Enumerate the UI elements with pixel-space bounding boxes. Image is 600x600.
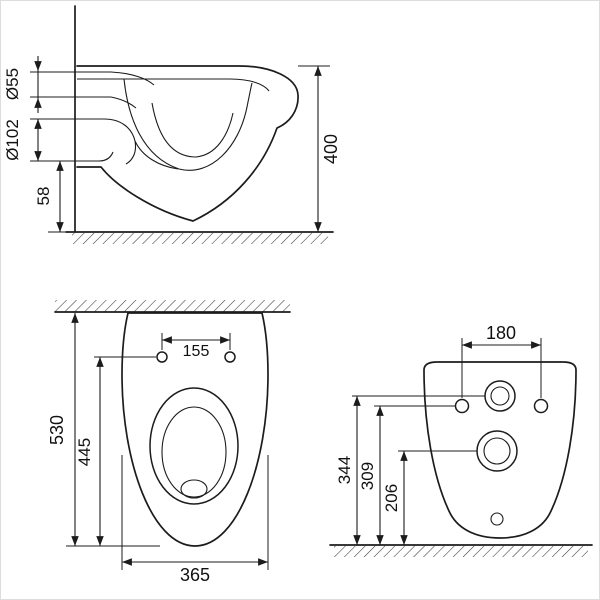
dim-label-fixing-spacing-rear: 180	[486, 323, 516, 343]
fixing-hole-right-rear	[533, 398, 549, 414]
fixing-hole-left-rear	[454, 398, 470, 414]
dim-width: 365	[121, 455, 269, 585]
dim-outlet-height: 206	[382, 450, 477, 545]
dim-label-outlet-diameter: Ø102	[3, 119, 22, 161]
dim-depth: 530	[47, 313, 160, 547]
bowl-inner-line	[151, 102, 234, 158]
outlet-pipe	[77, 118, 179, 170]
dim-label-inlet-diameter: Ø55	[3, 68, 22, 100]
dim-fixing-spacing-rear: 180	[461, 323, 542, 398]
toilet-rear-profile	[423, 361, 577, 539]
rim-line	[77, 78, 270, 92]
dim-label-front-to-fixings: 445	[75, 438, 94, 466]
dim-label-outlet-height: 206	[382, 484, 401, 512]
dim-label-fixing-spacing: 155	[183, 343, 210, 360]
floor-hatch-rear	[334, 546, 588, 557]
toilet-outer-profile	[76, 65, 299, 222]
dim-overall-height: 400	[298, 65, 341, 232]
dim-inlet-diameter: Ø55	[3, 56, 77, 113]
dim-outlet-diameter: Ø102	[3, 118, 77, 162]
dim-label-inlet-height: 344	[335, 456, 354, 484]
top-view: 155 530 445 365	[47, 300, 291, 585]
dim-label-depth: 530	[47, 415, 67, 445]
dim-inlet-height: 344	[335, 395, 485, 545]
dim-fixing-height: 309	[358, 405, 455, 545]
dim-label-overall-height: 400	[321, 134, 341, 164]
dim-label-fixing-height: 309	[358, 462, 377, 490]
bottom-detail	[490, 512, 504, 526]
drain-opening	[180, 479, 208, 499]
inner-bowl	[161, 406, 227, 498]
bowl-cavity	[123, 78, 253, 171]
toilet-side-profile	[76, 65, 299, 222]
side-view: 400 Ø55 Ø102 58	[3, 5, 341, 244]
floor-hatch-side	[72, 233, 328, 244]
inlet-hole-outer	[484, 380, 516, 412]
wall-hatch-top-view	[55, 300, 290, 312]
rear-view: 180 344 309 206	[329, 323, 593, 557]
dim-label-floor-clearance: 58	[34, 187, 53, 206]
outlet-hole-inner	[483, 437, 511, 465]
dim-front-to-fixings: 445	[75, 356, 156, 546]
dim-floor-clearance: 58	[34, 161, 66, 233]
inlet-pipe	[77, 71, 155, 109]
seat-opening	[149, 387, 239, 505]
fixing-hole-left	[156, 351, 168, 363]
inlet-hole-inner	[490, 386, 510, 406]
dim-label-width: 365	[180, 565, 210, 585]
toilet-plan-outline	[121, 312, 269, 547]
fixing-hole-right	[224, 351, 236, 363]
toilet-rear-outline	[423, 361, 577, 539]
outlet-hole-outer	[476, 430, 518, 472]
dim-fixing-spacing-top: 155	[161, 333, 231, 360]
toilet-top-profile	[121, 312, 269, 547]
